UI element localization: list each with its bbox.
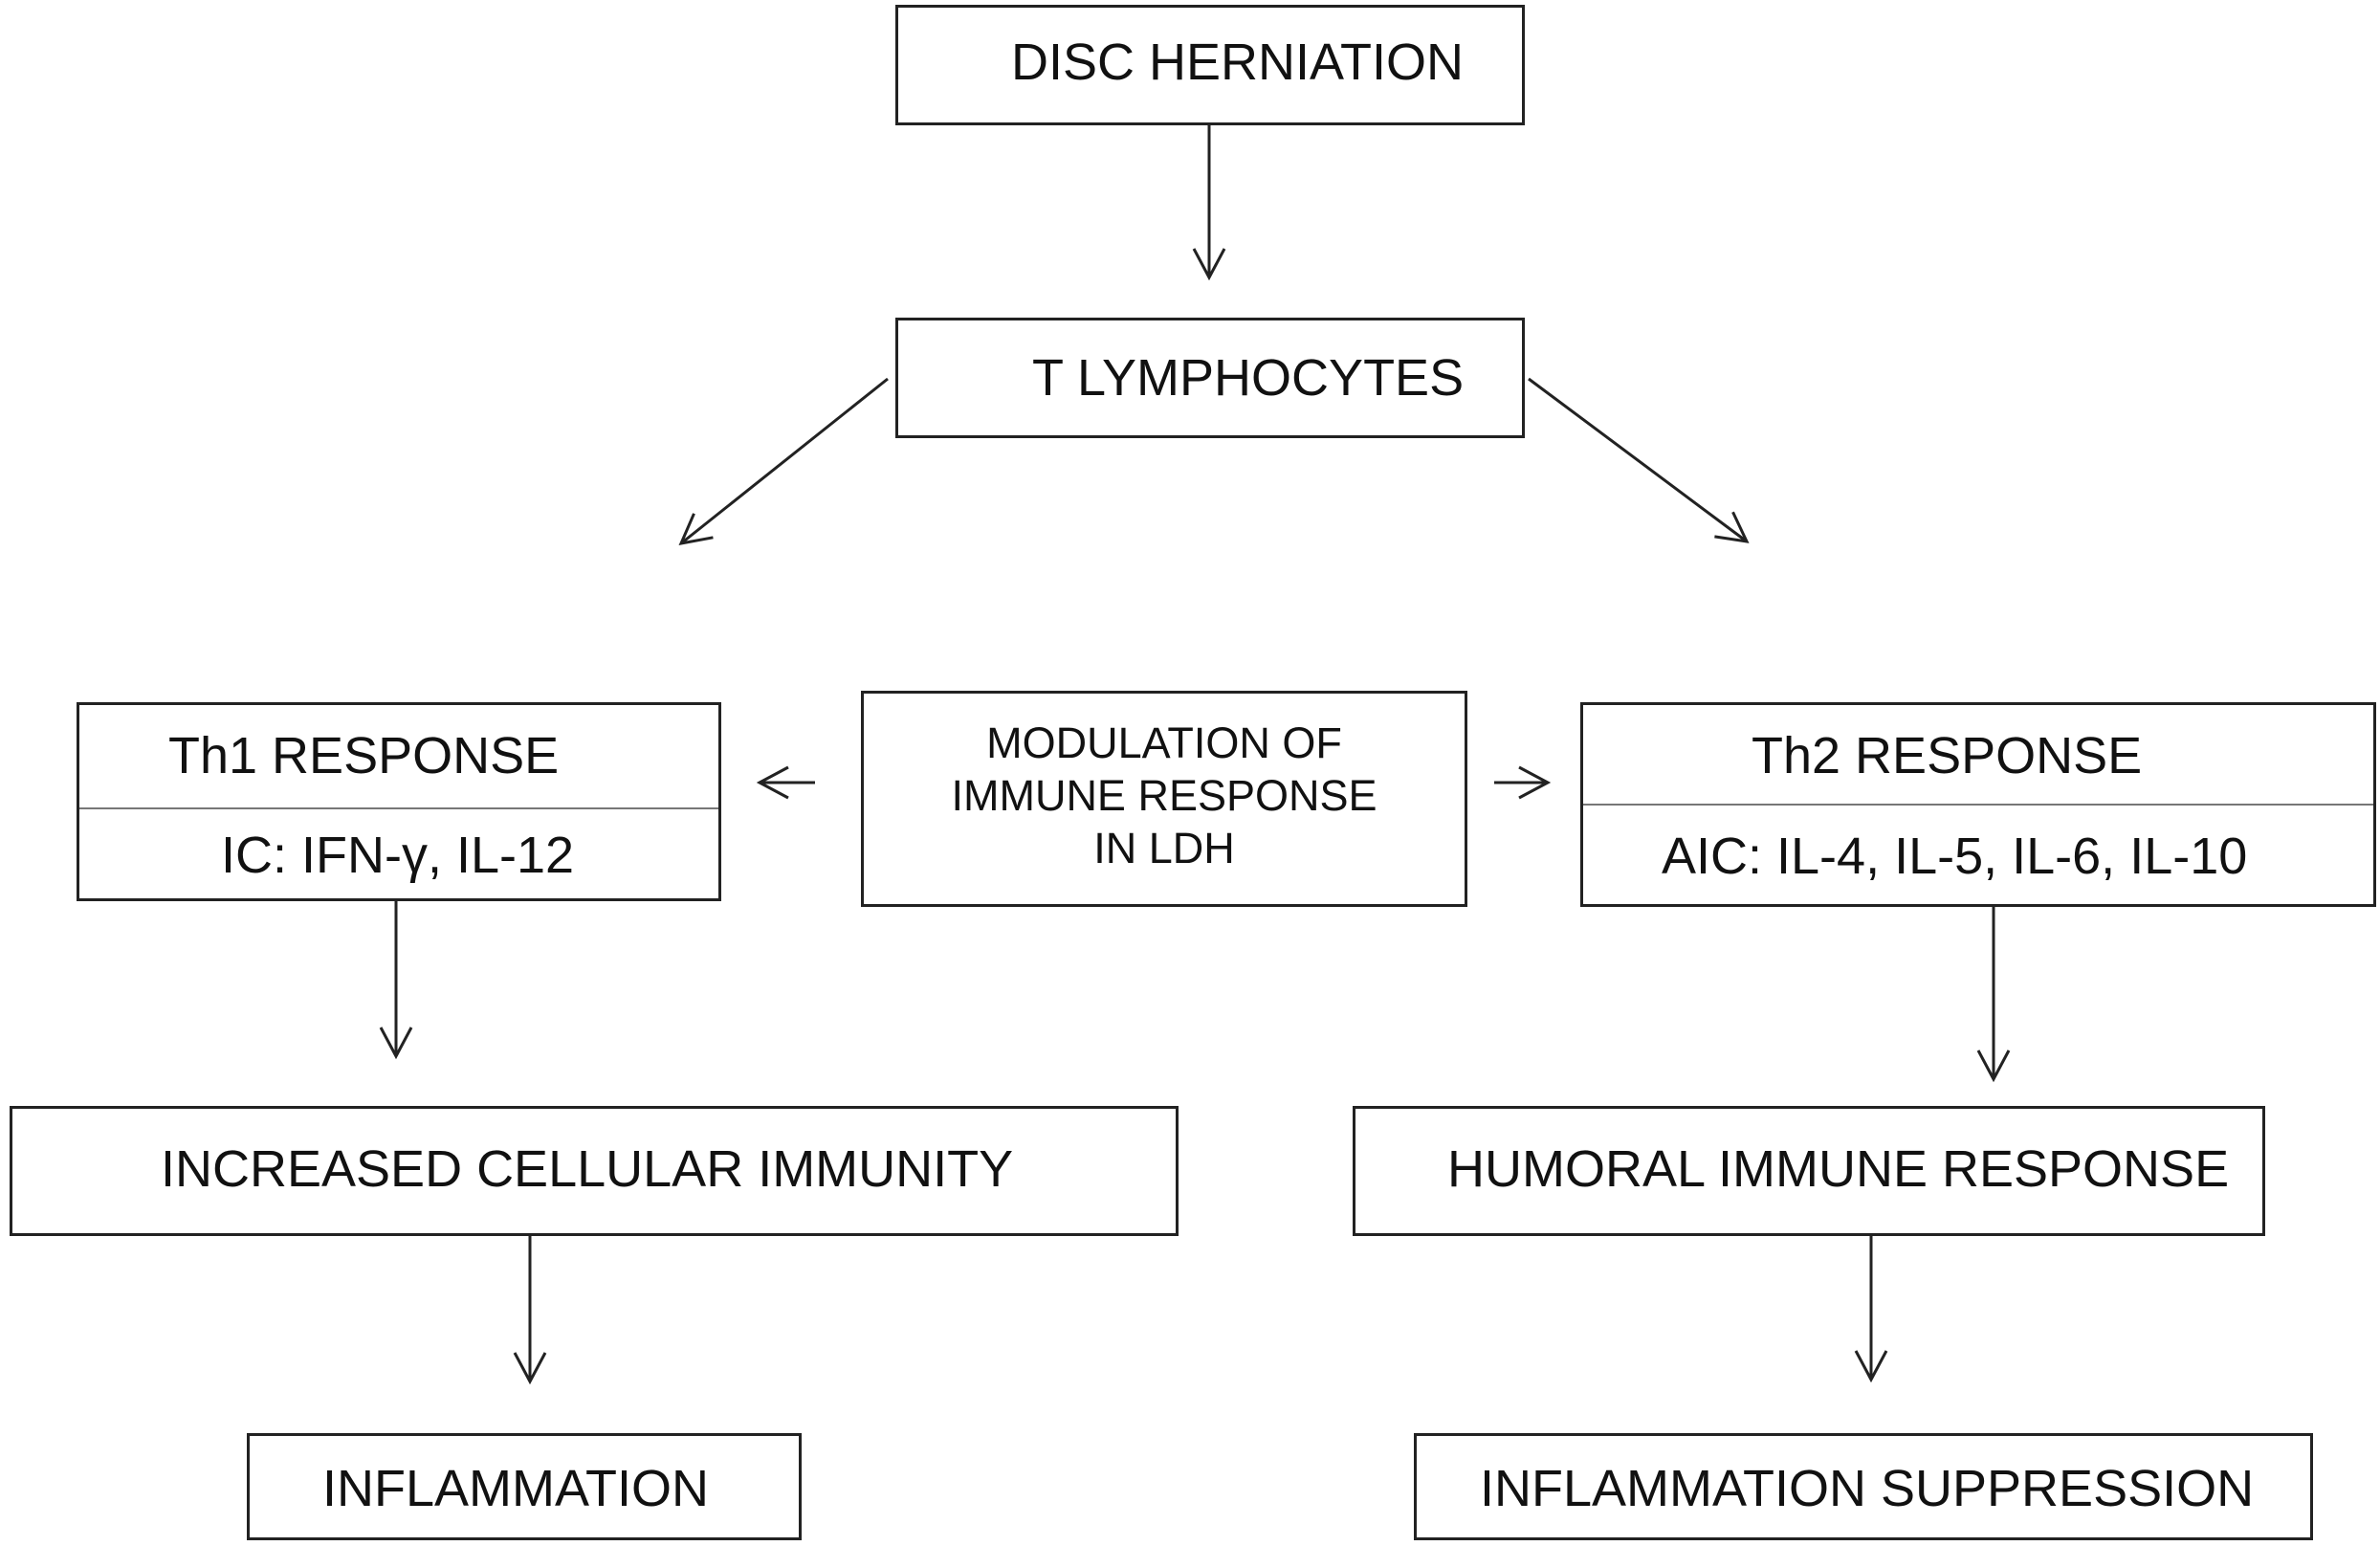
th1-cytokines: IC: IFN-γ, IL-12	[221, 827, 575, 884]
cellular-immunity-label: INCREASED CELLULAR IMMUNITY	[161, 1140, 1014, 1198]
cellular-immunity-box: INCREASED CELLULAR IMMUNITY	[10, 1106, 1179, 1236]
th2-response-title: Th2 RESPONSE	[1752, 727, 2143, 784]
disc-herniation-label: DISC HERNIATION	[1011, 33, 1465, 91]
arrow-tlymph-to-th1	[678, 377, 889, 545]
inflammation-suppression-label: INFLAMMATION SUPPRESSION	[1480, 1460, 2255, 1517]
inflammation-box: INFLAMMATION	[247, 1433, 802, 1540]
disc-herniation-box: DISC HERNIATION	[895, 5, 1525, 125]
th2-response-box: Th2 RESPONSE AIC: IL-4, IL-5, IL-6, IL-1…	[1580, 702, 2376, 907]
th1-response-box: Th1 RESPONSE IC: IFN-γ, IL-12	[77, 702, 721, 901]
arrow-tlymph-to-th2	[1528, 377, 1750, 543]
humoral-response-box: HUMORAL IMMUNE RESPONSE	[1353, 1106, 2265, 1236]
th2-cytokines: AIC: IL-4, IL-5, IL-6, IL-10	[1662, 828, 2248, 885]
modulation-line-3: IN LDH	[1093, 824, 1235, 872]
inflammation-label: INFLAMMATION	[322, 1460, 709, 1517]
t-lymphocytes-label: T LYMPHOCYTES	[1032, 349, 1465, 407]
t-lymphocytes-box: T LYMPHOCYTES	[895, 318, 1525, 438]
inflammation-suppression-box: INFLAMMATION SUPPRESSION	[1414, 1433, 2313, 1540]
modulation-box: MODULATION OF IMMUNE RESPONSE IN LDH	[861, 691, 1467, 907]
modulation-line-1: MODULATION OF	[986, 718, 1342, 767]
modulation-line-2: IMMUNE RESPONSE	[951, 771, 1377, 820]
th1-divider	[79, 807, 718, 809]
humoral-response-label: HUMORAL IMMUNE RESPONSE	[1447, 1140, 2230, 1198]
th1-response-title: Th1 RESPONSE	[168, 727, 560, 784]
th2-divider	[1583, 804, 2373, 806]
